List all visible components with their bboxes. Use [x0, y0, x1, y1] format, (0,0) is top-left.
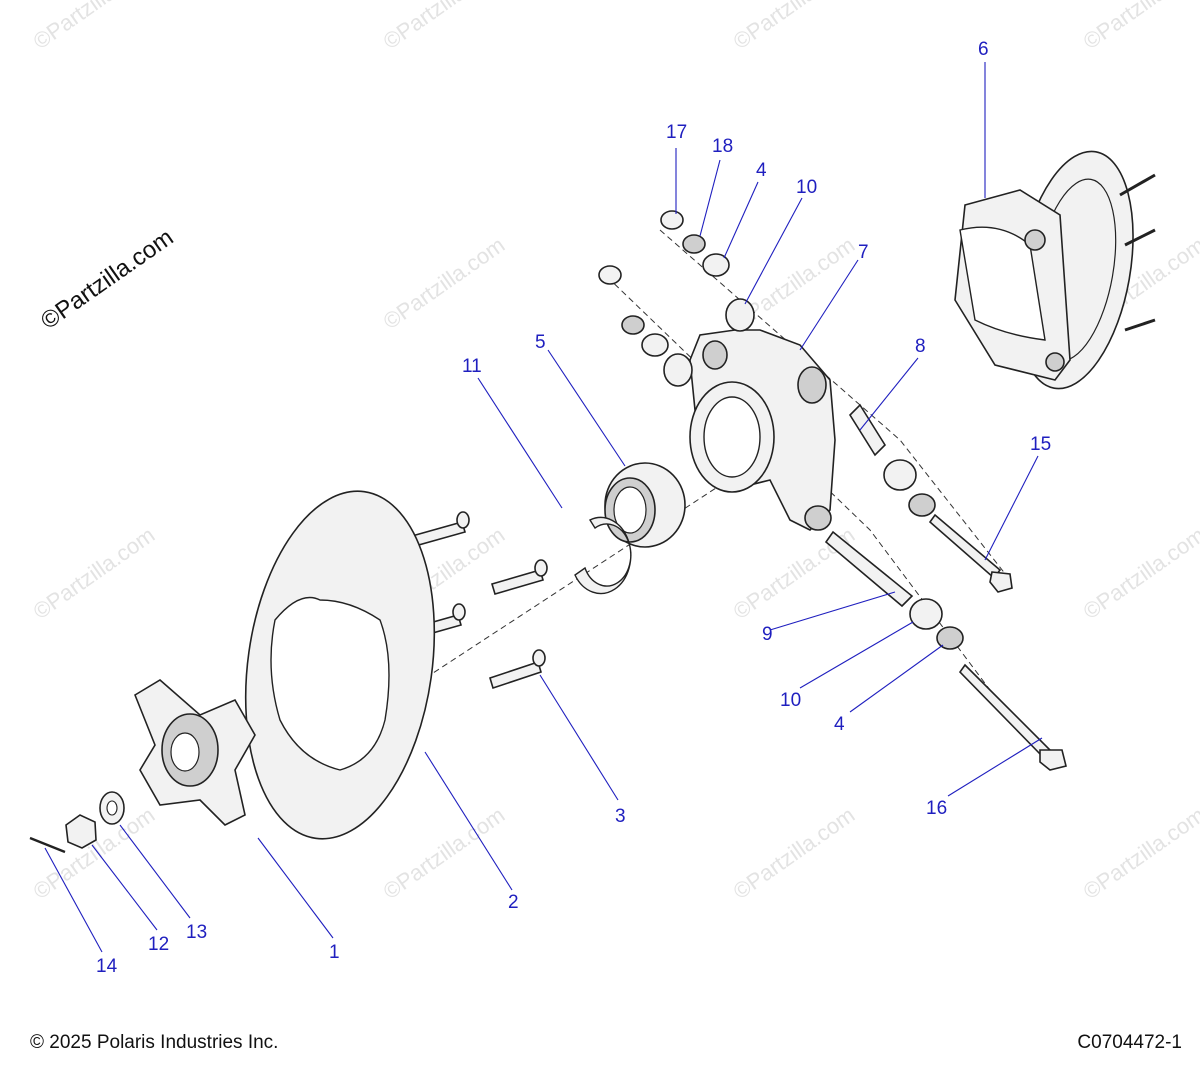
watermark: ©Partzilla.com [379, 232, 510, 334]
part-9-pin [824, 530, 914, 608]
part-7-knuckle [689, 329, 836, 531]
callout-13: 13 [186, 922, 207, 943]
part-15-bolt [928, 513, 1002, 580]
callout-labels: 17 18 4 10 6 7 5 11 8 15 9 10 4 16 3 2 1… [96, 39, 1051, 977]
callout-5: 5 [535, 332, 546, 353]
callout-11: 11 [462, 356, 482, 377]
callout-17: 17 [666, 122, 687, 143]
callout-1: 1 [329, 942, 340, 963]
callout-15: 15 [1030, 434, 1051, 455]
part-10-bushing [909, 598, 943, 630]
watermark: ©Partzilla.com [379, 802, 510, 904]
watermark: ©Partzilla.com [729, 802, 860, 904]
part-11-snap-ring [574, 516, 632, 595]
callout-18: 18 [712, 136, 733, 157]
watermark: ©Partzilla.com [379, 0, 510, 54]
callout-10: 10 [796, 177, 817, 198]
part-12-castle-nut [65, 814, 97, 849]
copyright-notice: © 2025 Polaris Industries Inc. [30, 1032, 279, 1053]
part-4-washer [936, 626, 964, 650]
part-8-pin [848, 403, 887, 457]
callout-8: 8 [915, 336, 926, 357]
part-16-bolt-head [1039, 749, 1067, 771]
assembly-axis [599, 269, 991, 691]
part-bushing [908, 493, 936, 517]
callout-4b: 4 [834, 714, 845, 735]
diagram-id: C0704472-1 [1077, 1032, 1182, 1053]
callout-14: 14 [96, 956, 118, 977]
part-1-hub [134, 679, 256, 826]
part-bushing [883, 459, 917, 491]
watermark: ©Partzilla.com [1079, 802, 1200, 904]
callout-6: 6 [978, 39, 989, 60]
callout-9: 9 [762, 624, 773, 645]
callout-10b: 10 [780, 690, 801, 711]
part-5-bearing [604, 462, 686, 548]
upper-bushing-stack-b [598, 265, 693, 387]
callout-3: 3 [615, 806, 626, 827]
part-13-washer-hole [106, 800, 118, 816]
watermark: ©Partzilla.com [29, 522, 160, 624]
part-6-caliper-assembly [954, 150, 1156, 390]
watermark-main: ©Partzilla.com [36, 224, 179, 335]
callout-4: 4 [756, 160, 767, 181]
leader-lines [44, 62, 1043, 953]
part-2-brake-rotor [244, 490, 436, 840]
upper-bushing-stack-a [660, 210, 755, 332]
part-15-bolt-head [989, 571, 1013, 593]
part-14-cotter-pin [29, 836, 66, 854]
callout-7: 7 [858, 242, 869, 263]
watermark: ©Partzilla.com [1079, 0, 1200, 54]
callout-16: 16 [926, 798, 947, 819]
watermark: ©Partzilla.com [729, 0, 860, 54]
callout-2: 2 [508, 892, 519, 913]
part-16-bolt [958, 663, 1052, 759]
callout-12: 12 [148, 934, 169, 955]
watermark: ©Partzilla.com [1079, 522, 1200, 624]
watermark: ©Partzilla.com [29, 0, 160, 54]
